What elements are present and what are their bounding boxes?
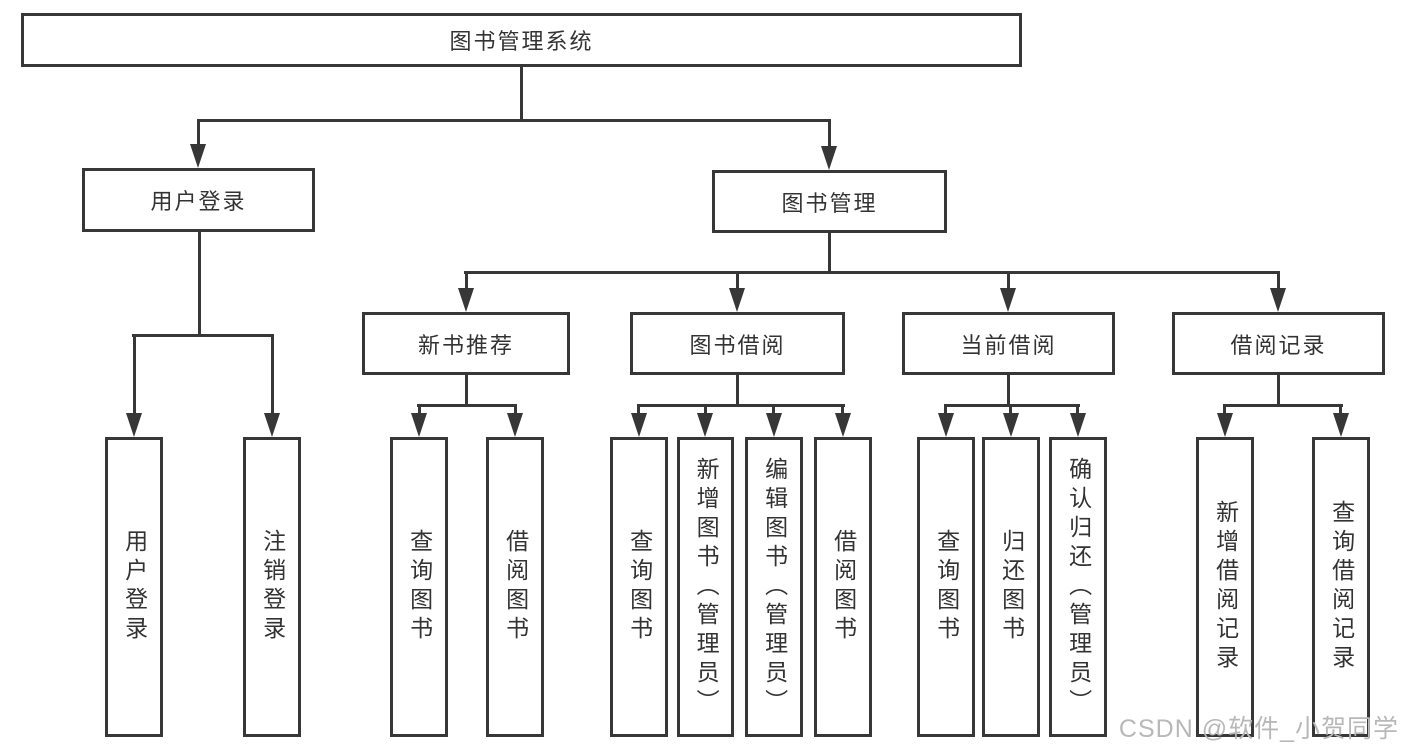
connector-leaf-logout-drop [271, 334, 274, 416]
arrowhead-leaf-query-books-2 [631, 413, 647, 437]
connector-user-login-stem [198, 232, 201, 337]
leaf-user-login: 用户登录 [105, 437, 163, 737]
arrowhead-book-mgmt-branch [821, 146, 837, 170]
connector-book-borrow-stem [736, 375, 739, 407]
csdn-watermark: CSDN @软件_小贺同学 [1118, 715, 1399, 743]
connector-user-login-hbar [132, 334, 274, 337]
node-new-book-recommend: 新书推荐 [362, 312, 570, 375]
node-book-borrow: 图书借阅 [630, 312, 845, 375]
connector-new-book-stem [465, 375, 468, 407]
leaf-query-books-3: 查询图书 [917, 437, 975, 737]
connector-new-book-drop [465, 271, 468, 291]
arrowhead-leaf-add-books [697, 413, 713, 437]
connector-leaf-add-books-drop [704, 404, 707, 416]
leaf-query-books-1: 查询图书 [390, 437, 448, 737]
connector-leaf-user-login-drop [133, 334, 136, 416]
arrowhead-borrow-records [1270, 288, 1286, 312]
connector-level2-hbar [464, 271, 1280, 274]
leaf-confirm-return-admin: 确认归还（管理员） [1049, 437, 1107, 737]
node-root-library-system: 图书管理系统 [21, 13, 1022, 67]
leaf-add-borrow-record: 新增借阅记录 [1196, 437, 1254, 737]
arrowhead-leaf-user-login [126, 413, 142, 437]
connector-borrow-records-drop [1277, 271, 1280, 291]
arrowhead-book-borrow [729, 288, 745, 312]
connector-book-mgmt-drop [828, 119, 831, 149]
arrowhead-leaf-return-books [1003, 413, 1019, 437]
leaf-logout: 注销登录 [243, 437, 301, 737]
arrowhead-leaf-borrow-books-1 [507, 413, 523, 437]
connector-book-borrow-drop [736, 271, 739, 291]
connector-leaf-query-record-drop [1339, 404, 1342, 416]
connector-leaf-query1-drop [418, 404, 421, 416]
arrowhead-leaf-query-books-1 [411, 413, 427, 437]
connector-leaf-edit-books-drop [772, 404, 775, 416]
arrowhead-leaf-confirm-return [1070, 413, 1086, 437]
connector-current-borrow-stem [1007, 375, 1010, 407]
leaf-query-books-2: 查询图书 [610, 437, 668, 737]
connector-current-borrow-hbar [944, 404, 1080, 407]
connector-leaf-query3-drop [944, 404, 947, 416]
arrowhead-current-borrow [1000, 288, 1016, 312]
node-book-management-branch: 图书管理 [712, 170, 947, 233]
arrowhead-new-book-recommend [458, 288, 474, 312]
connector-level1-hbar [197, 119, 831, 122]
leaf-borrow-books-2: 借阅图书 [814, 437, 872, 737]
connector-root-stem [520, 67, 523, 122]
connector-new-book-hbar [417, 404, 517, 407]
node-borrow-records: 借阅记录 [1172, 312, 1385, 375]
connector-leaf-borrow2-drop [841, 404, 844, 416]
connector-borrow-records-stem [1277, 375, 1280, 407]
leaf-add-books-admin: 新增图书（管理员） [677, 437, 734, 737]
connector-book-mgmt-stem [828, 233, 831, 274]
leaf-query-borrow-record: 查询借阅记录 [1312, 437, 1370, 737]
arrowhead-user-login-branch [190, 144, 206, 168]
arrowhead-leaf-logout [264, 413, 280, 437]
connector-leaf-return-drop [1009, 404, 1012, 416]
node-current-borrow: 当前借阅 [902, 312, 1115, 375]
arrowhead-leaf-query-books-3 [938, 413, 954, 437]
arrowhead-leaf-borrow-books-2 [835, 413, 851, 437]
leaf-edit-books-admin: 编辑图书（管理员） [745, 437, 803, 737]
connector-borrow-records-hbar [1223, 404, 1343, 407]
node-user-login-branch: 用户登录 [82, 168, 315, 232]
connector-leaf-add-record-drop [1223, 404, 1226, 416]
leaf-return-books: 归还图书 [982, 437, 1040, 737]
arrowhead-leaf-edit-books [766, 413, 782, 437]
connector-leaf-query2-drop [637, 404, 640, 416]
leaf-borrow-books-1: 借阅图书 [486, 437, 544, 737]
arrowhead-leaf-query-record [1333, 413, 1349, 437]
connector-book-borrow-hbar [637, 404, 845, 407]
connector-user-login-drop [197, 119, 200, 147]
connector-leaf-confirm-return-drop [1076, 404, 1079, 416]
arrowhead-leaf-add-record [1217, 413, 1233, 437]
connector-current-borrow-drop [1007, 271, 1010, 291]
connector-leaf-borrow1-drop [514, 404, 517, 416]
